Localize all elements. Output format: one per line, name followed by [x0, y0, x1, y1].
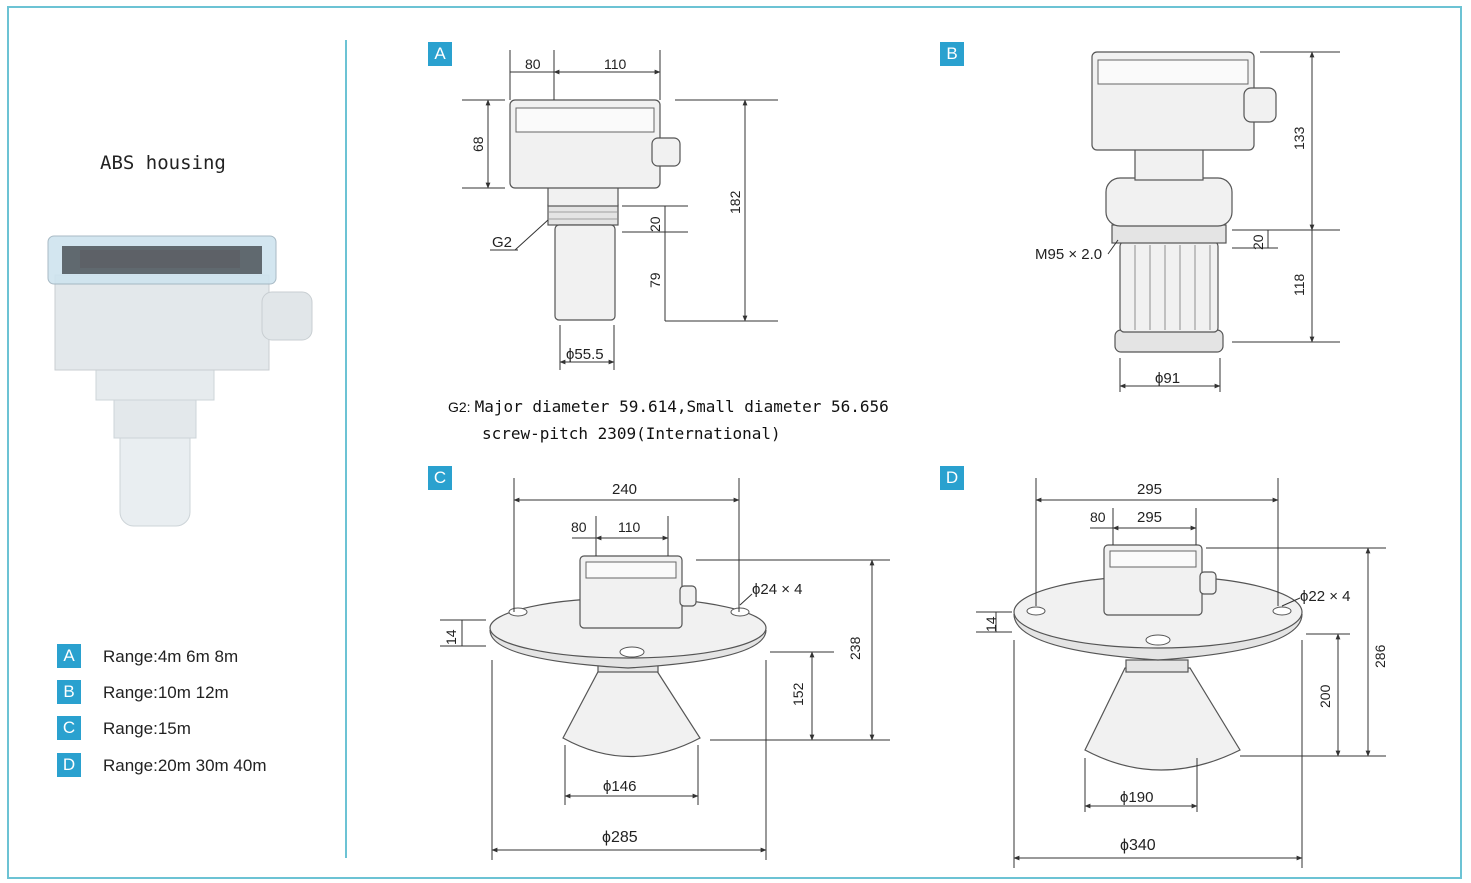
d-holes-label: ϕ22 × 4 [1300, 588, 1351, 605]
d-dim-295b: 295 [1137, 509, 1162, 526]
a-sensor-body [554, 224, 616, 321]
c-dim-238: 238 [847, 636, 863, 660]
a-neck [547, 185, 619, 207]
d-dim-200: 200 [1317, 684, 1333, 708]
d-dim-295a: 295 [1137, 481, 1162, 498]
range-a-text: Range:4m 6m 8m [103, 647, 239, 666]
c-horn [562, 667, 701, 757]
a-dim-182: 182 [727, 190, 743, 214]
c-dim-80: 80 [571, 519, 587, 535]
a-dim-80: 80 [525, 56, 541, 72]
d-flange-diameter: ϕ340 [1120, 837, 1156, 854]
d-horn [1084, 667, 1241, 771]
a-dim-68: 68 [470, 136, 486, 152]
c-horn-diameter: ϕ146 [603, 778, 636, 795]
d-dim-80: 80 [1090, 509, 1106, 525]
d-dim-286: 286 [1372, 644, 1388, 668]
range-b-text: Range:10m 12m [103, 683, 229, 702]
range-b-badge: B [57, 680, 81, 704]
a-dim-110: 110 [604, 56, 627, 72]
b-thread-label: M95 × 2.0 [1035, 246, 1102, 263]
range-c-badge: C [57, 716, 81, 740]
c-dim-14: 14 [443, 629, 459, 645]
diagram-b-badge: B [940, 42, 964, 66]
g2-note-line2: screw-pitch 2309(International) [482, 424, 781, 443]
diagram-c: 240 80 110 ϕ24 × 4 14 238 152 ϕ146 ϕ285 [440, 478, 890, 860]
a-dim-diameter: ϕ55.5 [566, 346, 604, 363]
diagram-a: 80 110 68 182 20 79 G2 ϕ55.5 [462, 50, 778, 370]
d-horn-diameter: ϕ190 [1120, 789, 1153, 806]
c-dim-240: 240 [612, 481, 637, 498]
diagram-b: 133 20 118 M95 × 2.0 ϕ91 [1035, 51, 1340, 392]
b-thread [1111, 224, 1227, 244]
page-frame [7, 6, 1462, 879]
d-dim-14: 14 [983, 616, 999, 632]
diagram-d-badge: D [940, 466, 964, 490]
g2-note-line1: Major diameter 59.614,Small diameter 56.… [474, 397, 889, 416]
a-dim-79: 79 [647, 272, 663, 288]
diagram-c-badge: C [428, 466, 452, 490]
c-dim-152: 152 [790, 682, 806, 706]
a-dim-20: 20 [647, 216, 663, 232]
c-dim-110: 110 [618, 519, 641, 535]
diagram-d: 295 80 295 ϕ22 × 4 14 286 200 ϕ190 ϕ340 [976, 478, 1388, 868]
c-holes-label: ϕ24 × 4 [752, 581, 803, 598]
b-cable-gland [1243, 87, 1277, 123]
c-flange-diameter: ϕ285 [602, 829, 638, 846]
b-dim-133: 133 [1291, 126, 1307, 150]
b-dim-diameter: ϕ91 [1155, 370, 1180, 387]
range-d-badge: D [57, 753, 81, 777]
range-a-badge: A [57, 644, 81, 668]
a-thread [547, 204, 619, 226]
b-dim-118: 118 [1291, 273, 1307, 296]
a-thread-label: G2 [492, 234, 512, 251]
b-nut [1105, 177, 1233, 227]
range-c-text: Range:15m [103, 719, 191, 738]
product-photo [47, 235, 313, 527]
panel-divider [345, 40, 347, 858]
b-dim-20: 20 [1250, 234, 1266, 250]
range-d-text: Range:20m 30m 40m [103, 756, 267, 775]
diagram-a-badge: A [428, 42, 452, 66]
a-lid [515, 107, 655, 133]
g2-note-prefix: G2: [448, 399, 471, 415]
housing-title: ABS housing [100, 152, 226, 174]
a-cable-gland [651, 137, 681, 167]
